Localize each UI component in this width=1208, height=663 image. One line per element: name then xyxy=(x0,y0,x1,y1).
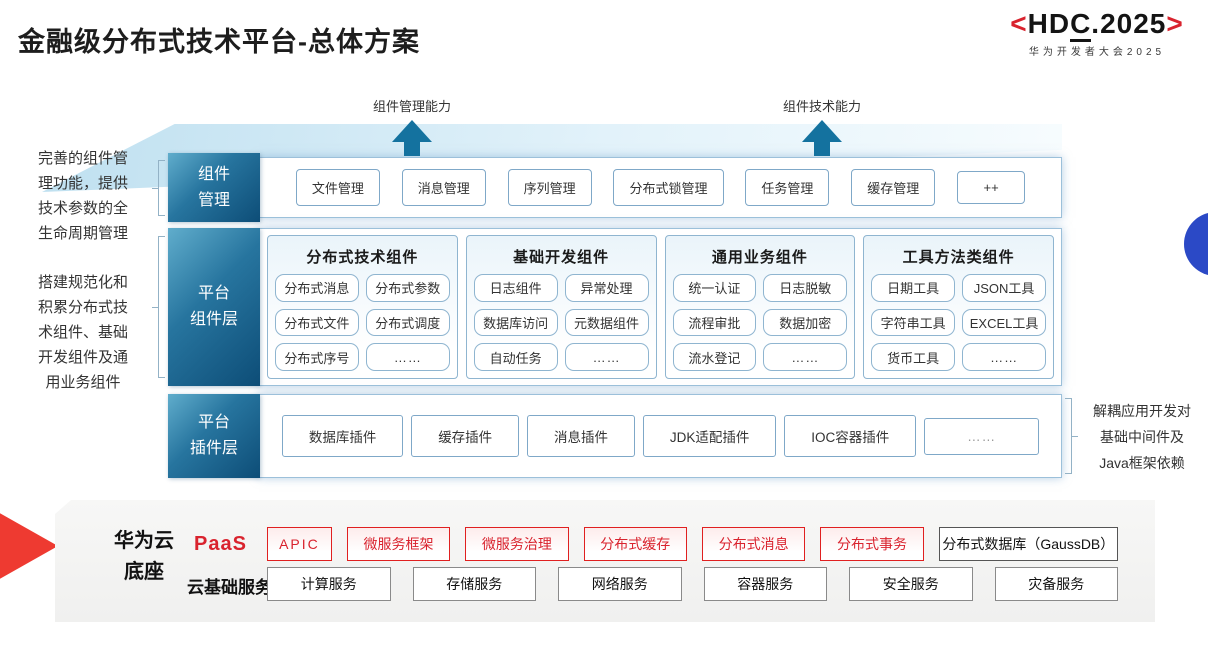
chip-grid: 分布式消息 分布式参数 分布式文件 分布式调度 分布式序号 …… xyxy=(275,274,450,371)
plugin-item: 数据库插件 xyxy=(281,415,404,457)
chip-grid: 日期工具 JSON工具 字符串工具 EXCEL工具 货币工具 …… xyxy=(871,274,1046,371)
layer-label-component-mgmt: 组件 管理 xyxy=(168,153,260,222)
plugin-item: JDK适配插件 xyxy=(642,415,777,457)
component-mgmt-item: 分布式锁管理 xyxy=(613,169,724,206)
plugin-item: IOC容器插件 xyxy=(784,415,917,457)
component-mgmt-item: 消息管理 xyxy=(401,169,486,206)
component-chip: 分布式文件 xyxy=(275,308,359,337)
capability-arrow-technical: 组件技术能力 xyxy=(752,96,892,156)
paas-service: 微服务治理 xyxy=(465,527,569,561)
iaas-label: 云基础服务 xyxy=(187,578,272,597)
row-platform-components: 分布式技术组件 分布式消息 分布式参数 分布式文件 分布式调度 分布式序号 ……… xyxy=(259,228,1062,386)
paas-service: 分布式缓存 xyxy=(583,527,687,561)
component-chip: 字符串工具 xyxy=(871,308,956,337)
hdc-logo-subtitle: 华为开发者大会2025 xyxy=(1028,47,1166,58)
component-chip: 自动任务 xyxy=(473,343,558,371)
note-platform-components: 搭建规范化和 积累分布式技 术组件、基础 开发组件及通 用业务组件 xyxy=(37,274,128,391)
component-chip-more: …… xyxy=(365,343,450,371)
iaas-service: 网络服务 xyxy=(558,567,682,601)
up-arrow-icon xyxy=(392,120,432,142)
paas-service: APIC xyxy=(267,527,332,561)
column-common-business: 通用业务组件 统一认证 日志脱敏 流程审批 数据加密 流水登记 …… xyxy=(664,235,856,379)
logo-right-bracket-icon: > xyxy=(1166,8,1184,39)
plugin-item: 消息插件 xyxy=(527,415,636,457)
component-mgmt-item: 文件管理 xyxy=(295,169,380,206)
iaas-service: 安全服务 xyxy=(849,567,973,601)
layer-label-platform-plugins: 平台 插件层 xyxy=(168,394,260,478)
iaas-services-row: 计算服务 存储服务 网络服务 容器服务 安全服务 灾备服务 xyxy=(267,567,1118,601)
component-chip: 分布式参数 xyxy=(365,274,450,302)
page-title: 金融级分布式技术平台-总体方案 xyxy=(18,27,420,57)
component-chip: 分布式调度 xyxy=(365,308,450,337)
chip-grid: 统一认证 日志脱敏 流程审批 数据加密 流水登记 …… xyxy=(672,274,848,371)
paas-service: 微服务框架 xyxy=(346,527,451,561)
component-mgmt-item-plus: ++ xyxy=(957,171,1026,204)
component-chip: 分布式消息 xyxy=(275,274,359,302)
row-component-mgmt: 文件管理 消息管理 序列管理 分布式锁管理 任务管理 缓存管理 ++ xyxy=(259,157,1062,218)
hdc-logo: <HDC.2025> 华为开发者大会2025 xyxy=(992,8,1202,58)
iaas-service: 计算服务 xyxy=(267,567,391,601)
component-chip: 分布式序号 xyxy=(275,343,359,371)
logo-rest: .2025 xyxy=(1091,8,1167,39)
note-plugin-layer: 解耦应用开发对 基础中间件及 Java框架依赖 xyxy=(1093,403,1191,471)
component-chip: 异常处理 xyxy=(564,274,649,302)
up-arrow-stem xyxy=(814,141,830,156)
chip-grid: 日志组件 异常处理 数据库访问 元数据组件 自动任务 …… xyxy=(473,274,649,371)
component-chip: EXCEL工具 xyxy=(962,308,1046,337)
paas-service-gaussdb: 分布式数据库（GaussDB） xyxy=(938,527,1119,561)
paas-service: 分布式事务 xyxy=(820,527,924,561)
component-mgmt-item: 任务管理 xyxy=(745,169,830,206)
component-chip: 日志脱敏 xyxy=(763,274,848,302)
iaas-service: 存储服务 xyxy=(412,567,536,601)
component-mgmt-item: 缓存管理 xyxy=(851,169,936,206)
component-chip: 货币工具 xyxy=(871,343,956,371)
column-title: 工具方法类组件 xyxy=(902,249,1015,266)
bracket-right-row3 xyxy=(1065,398,1078,474)
logo-c-underlined: C xyxy=(1070,8,1092,42)
plugin-item: 缓存插件 xyxy=(411,415,520,457)
logo-hd: HD xyxy=(1027,8,1071,39)
column-title: 通用业务组件 xyxy=(711,249,808,266)
up-arrow-icon xyxy=(802,120,842,142)
row-platform-plugins: 数据库插件 缓存插件 消息插件 JDK适配插件 IOC容器插件 …… xyxy=(259,394,1062,478)
column-basic-dev: 基础开发组件 日志组件 异常处理 数据库访问 元数据组件 自动任务 …… xyxy=(465,235,657,379)
component-chip: 元数据组件 xyxy=(564,308,649,337)
red-arrow-icon xyxy=(0,502,58,590)
up-arrow-stem xyxy=(404,141,420,156)
layer-label-platform-components: 平台 组件层 xyxy=(168,228,260,386)
component-chip: 日志组件 xyxy=(473,274,558,302)
component-chip: 数据加密 xyxy=(763,308,848,337)
capability-label: 组件技术能力 xyxy=(782,99,861,114)
column-tool-methods: 工具方法类组件 日期工具 JSON工具 字符串工具 EXCEL工具 货币工具 …… xyxy=(863,235,1054,379)
component-mgmt-item: 序列管理 xyxy=(507,169,592,206)
huawei-cloud-panel: 华为云 底座 PaaS 云基础服务 APIC 微服务框架 微服务治理 分布式缓存… xyxy=(55,500,1155,622)
component-chip: JSON工具 xyxy=(962,274,1046,302)
paas-label: PaaS xyxy=(194,533,247,555)
hdc-logo-text: <HDC.2025> xyxy=(992,8,1202,42)
iaas-service: 灾备服务 xyxy=(994,567,1118,601)
paas-services-row: APIC 微服务框架 微服务治理 分布式缓存 分布式消息 分布式事务 分布式数据… xyxy=(267,527,1119,561)
blue-circle-decoration xyxy=(1184,212,1208,276)
column-title: 基础开发组件 xyxy=(513,249,610,266)
bracket-left-row2 xyxy=(152,236,165,378)
component-chip-more: …… xyxy=(962,343,1046,371)
column-title: 分布式技术组件 xyxy=(306,249,419,266)
huawei-cloud-label: 华为云 底座 xyxy=(114,530,174,583)
logo-left-bracket-icon: < xyxy=(1010,8,1028,39)
component-chip: 日期工具 xyxy=(871,274,956,302)
component-chip-more: …… xyxy=(763,343,848,371)
bracket-left-row1 xyxy=(152,160,165,216)
iaas-service: 容器服务 xyxy=(703,567,827,601)
component-chip: 流程审批 xyxy=(672,308,757,337)
capability-arrow-management: 组件管理能力 xyxy=(342,96,482,156)
component-chip: 流水登记 xyxy=(672,343,757,371)
plugin-item-more: …… xyxy=(924,417,1040,455)
component-chip: 数据库访问 xyxy=(473,308,558,337)
paas-service: 分布式消息 xyxy=(701,527,806,561)
capability-label: 组件管理能力 xyxy=(372,99,451,114)
component-chip-more: …… xyxy=(564,343,649,371)
component-chip: 统一认证 xyxy=(672,274,757,302)
note-component-management: 完善的组件管 理功能，提供 技术参数的全 生命周期管理 xyxy=(37,150,128,242)
column-distributed-tech: 分布式技术组件 分布式消息 分布式参数 分布式文件 分布式调度 分布式序号 …… xyxy=(267,235,458,379)
